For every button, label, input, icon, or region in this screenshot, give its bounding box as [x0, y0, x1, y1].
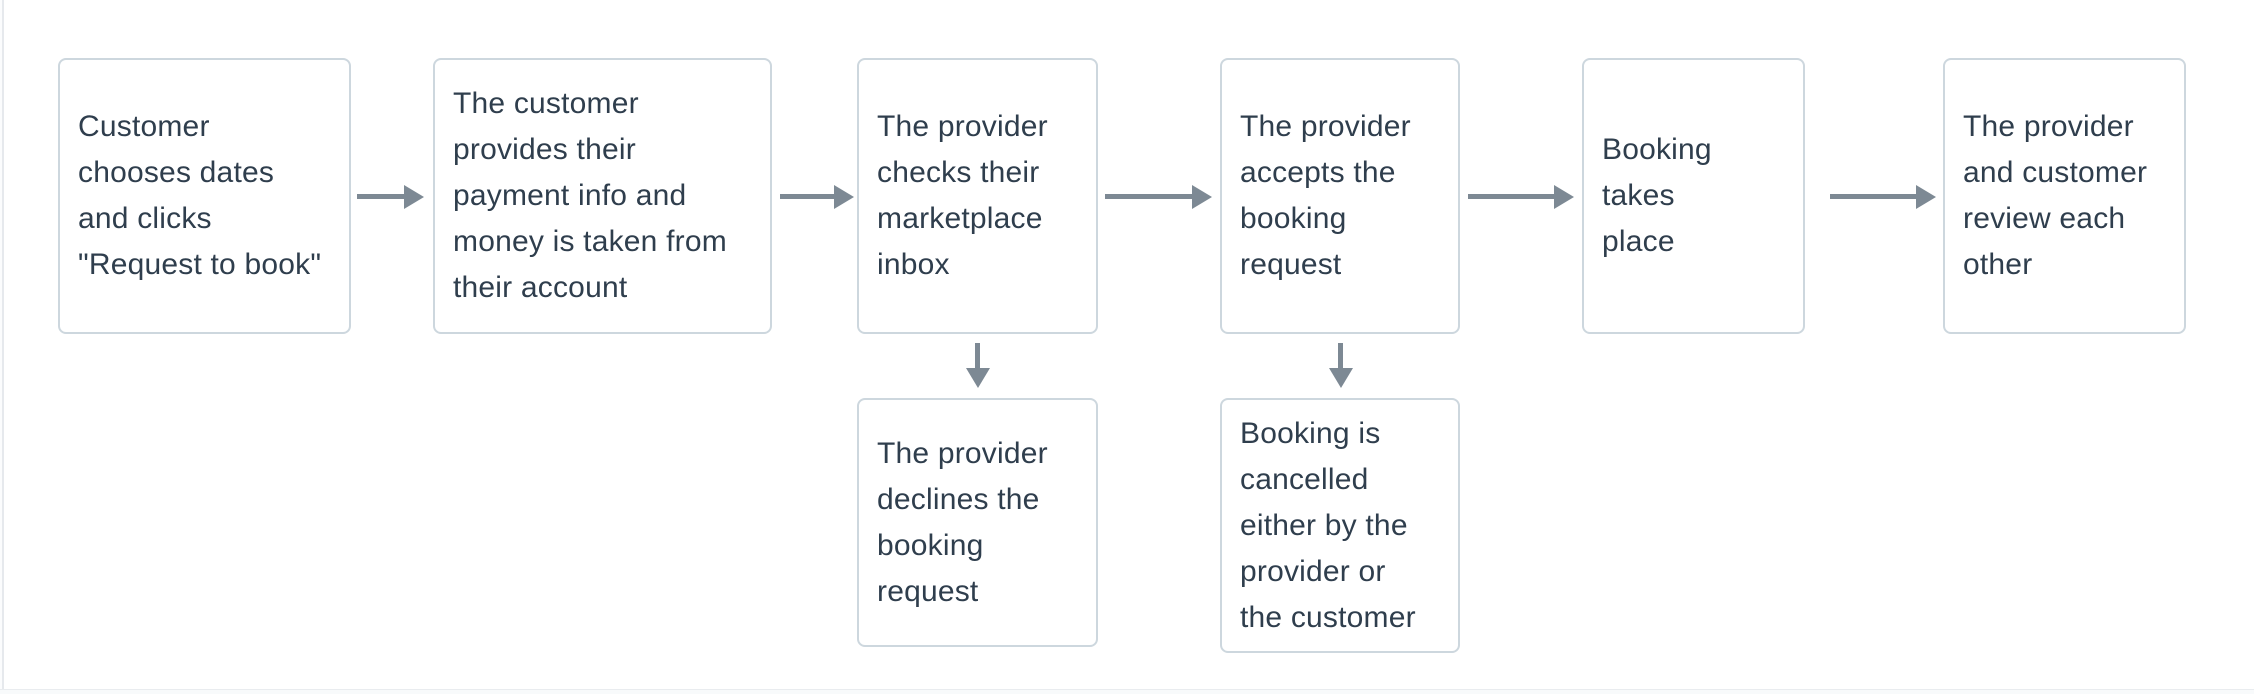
arrow-right-icon — [780, 194, 835, 199]
flow-step-provider-checks-inbox: The provider checks their marketplace in… — [857, 58, 1098, 334]
arrow-right-icon — [357, 194, 405, 199]
flow-step-label: Booking is cancelled either by the provi… — [1240, 416, 1416, 634]
flow-step-request-to-book: Customer chooses dates and clicks "Reque… — [58, 58, 351, 334]
flow-step-label: The customer provides their payment info… — [453, 87, 727, 304]
flow-step-label: Customer chooses dates and clicks "Reque… — [78, 110, 322, 281]
arrow-right-icon — [1830, 194, 1917, 199]
flow-step-provider-declines: The provider declines the booking reques… — [857, 398, 1098, 647]
flow-step-label: The provider accepts the booking request — [1240, 110, 1411, 281]
flow-step-booking-takes-place: Booking takes place — [1582, 58, 1805, 334]
flow-step-label: The provider and customer review each ot… — [1963, 110, 2148, 281]
arrow-right-icon — [1468, 194, 1555, 199]
flow-step-label: Booking takes place — [1602, 133, 1712, 258]
flow-step-provider-accepts: The provider accepts the booking request — [1220, 58, 1460, 334]
flow-step-payment-info: The customer provides their payment info… — [433, 58, 772, 334]
arrow-down-icon — [1338, 343, 1343, 369]
page-left-border — [0, 0, 4, 694]
arrow-right-icon — [1105, 194, 1193, 199]
arrow-down-icon — [975, 343, 980, 369]
flow-step-label: The provider declines the booking reques… — [877, 436, 1048, 608]
flow-step-label: The provider checks their marketplace in… — [877, 110, 1048, 281]
page-bottom-border — [0, 689, 2254, 694]
flow-step-booking-cancelled: Booking is cancelled either by the provi… — [1220, 398, 1460, 653]
flow-step-review-each-other: The provider and customer review each ot… — [1943, 58, 2186, 334]
